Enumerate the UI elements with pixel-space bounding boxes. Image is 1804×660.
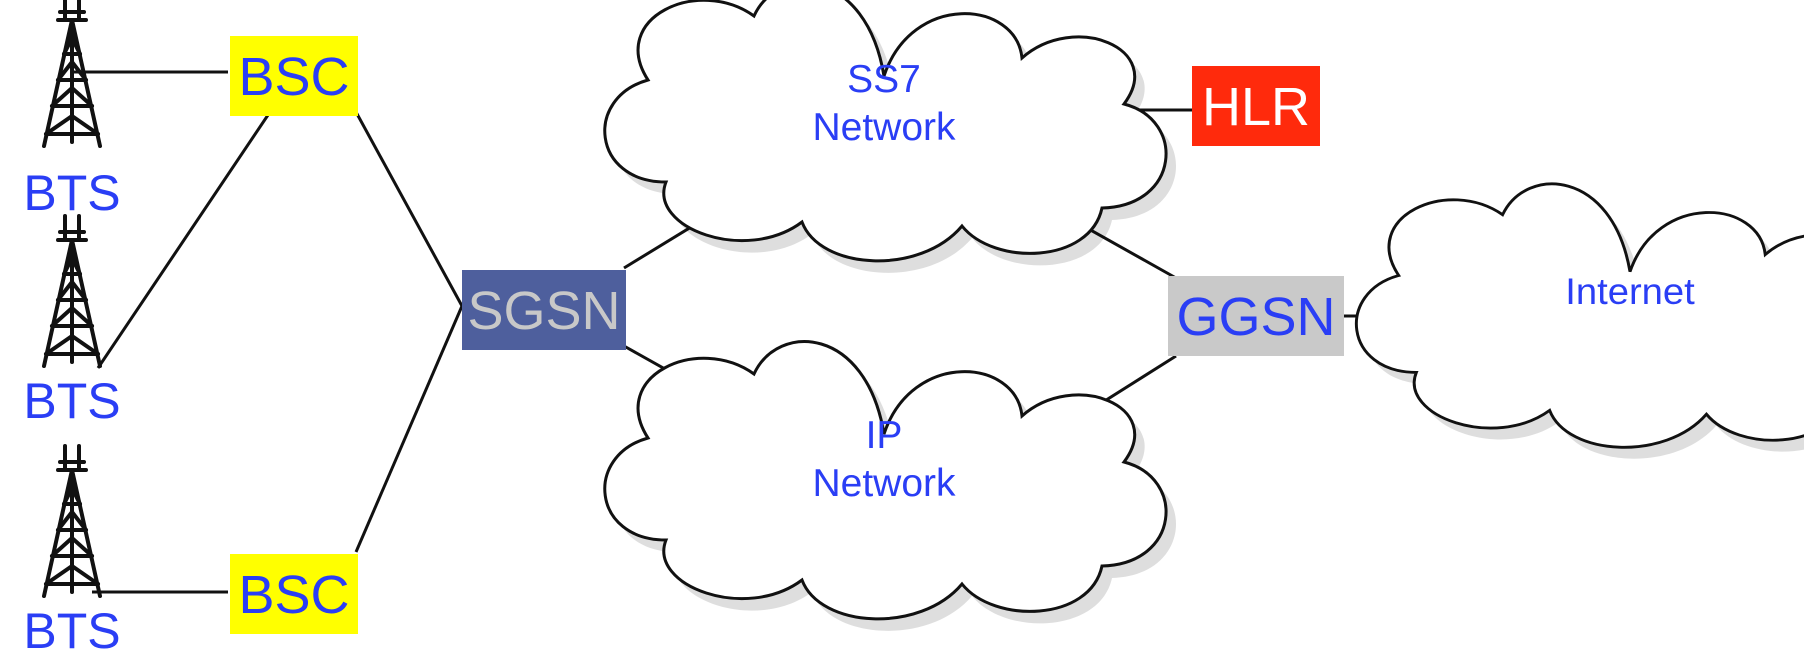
edge-bsc-top-sgsn [354,111,464,307]
cell-tower-icon [42,444,102,598]
cell-tower-icon [42,214,102,368]
ggsn-label: GGSN [1176,287,1335,347]
bsc-top-label: BSC [238,47,349,107]
hlr-node: HLR [1192,66,1320,146]
edge-bts-middle-bsc-top [96,111,272,369]
ip-network-cloud: IP Network [603,340,1177,631]
sgsn-node: SGSN [462,270,626,350]
sgsn-label: SGSN [467,281,620,341]
internet-label: Internet [1565,271,1695,312]
bts-top-label: BTS [23,165,120,221]
ip-label-line2: Network [812,462,956,505]
hlr-label: HLR [1202,77,1310,137]
bts-top-tower-node: BTS [23,0,121,221]
internet-cloud: Internet [1354,182,1804,459]
ip-label-line1: IP [866,414,903,457]
bts-bottom-label: BTS [23,603,120,659]
ss7-label-line1: SS7 [847,58,921,101]
ggsn-node: GGSN [1168,276,1344,356]
bsc-top-node: BSC [230,36,358,116]
ss7-label-line2: Network [812,106,956,149]
bsc-bottom-node: BSC [230,554,358,634]
bts-middle-tower-node: BTS [23,214,121,429]
ss7-network-cloud: SS7 Network [603,0,1177,273]
bts-bottom-tower-node: BTS [23,444,121,659]
bsc-bottom-label: BSC [238,565,349,625]
edge-bsc-bottom-sgsn [354,305,464,553]
bts-middle-label: BTS [23,373,120,429]
